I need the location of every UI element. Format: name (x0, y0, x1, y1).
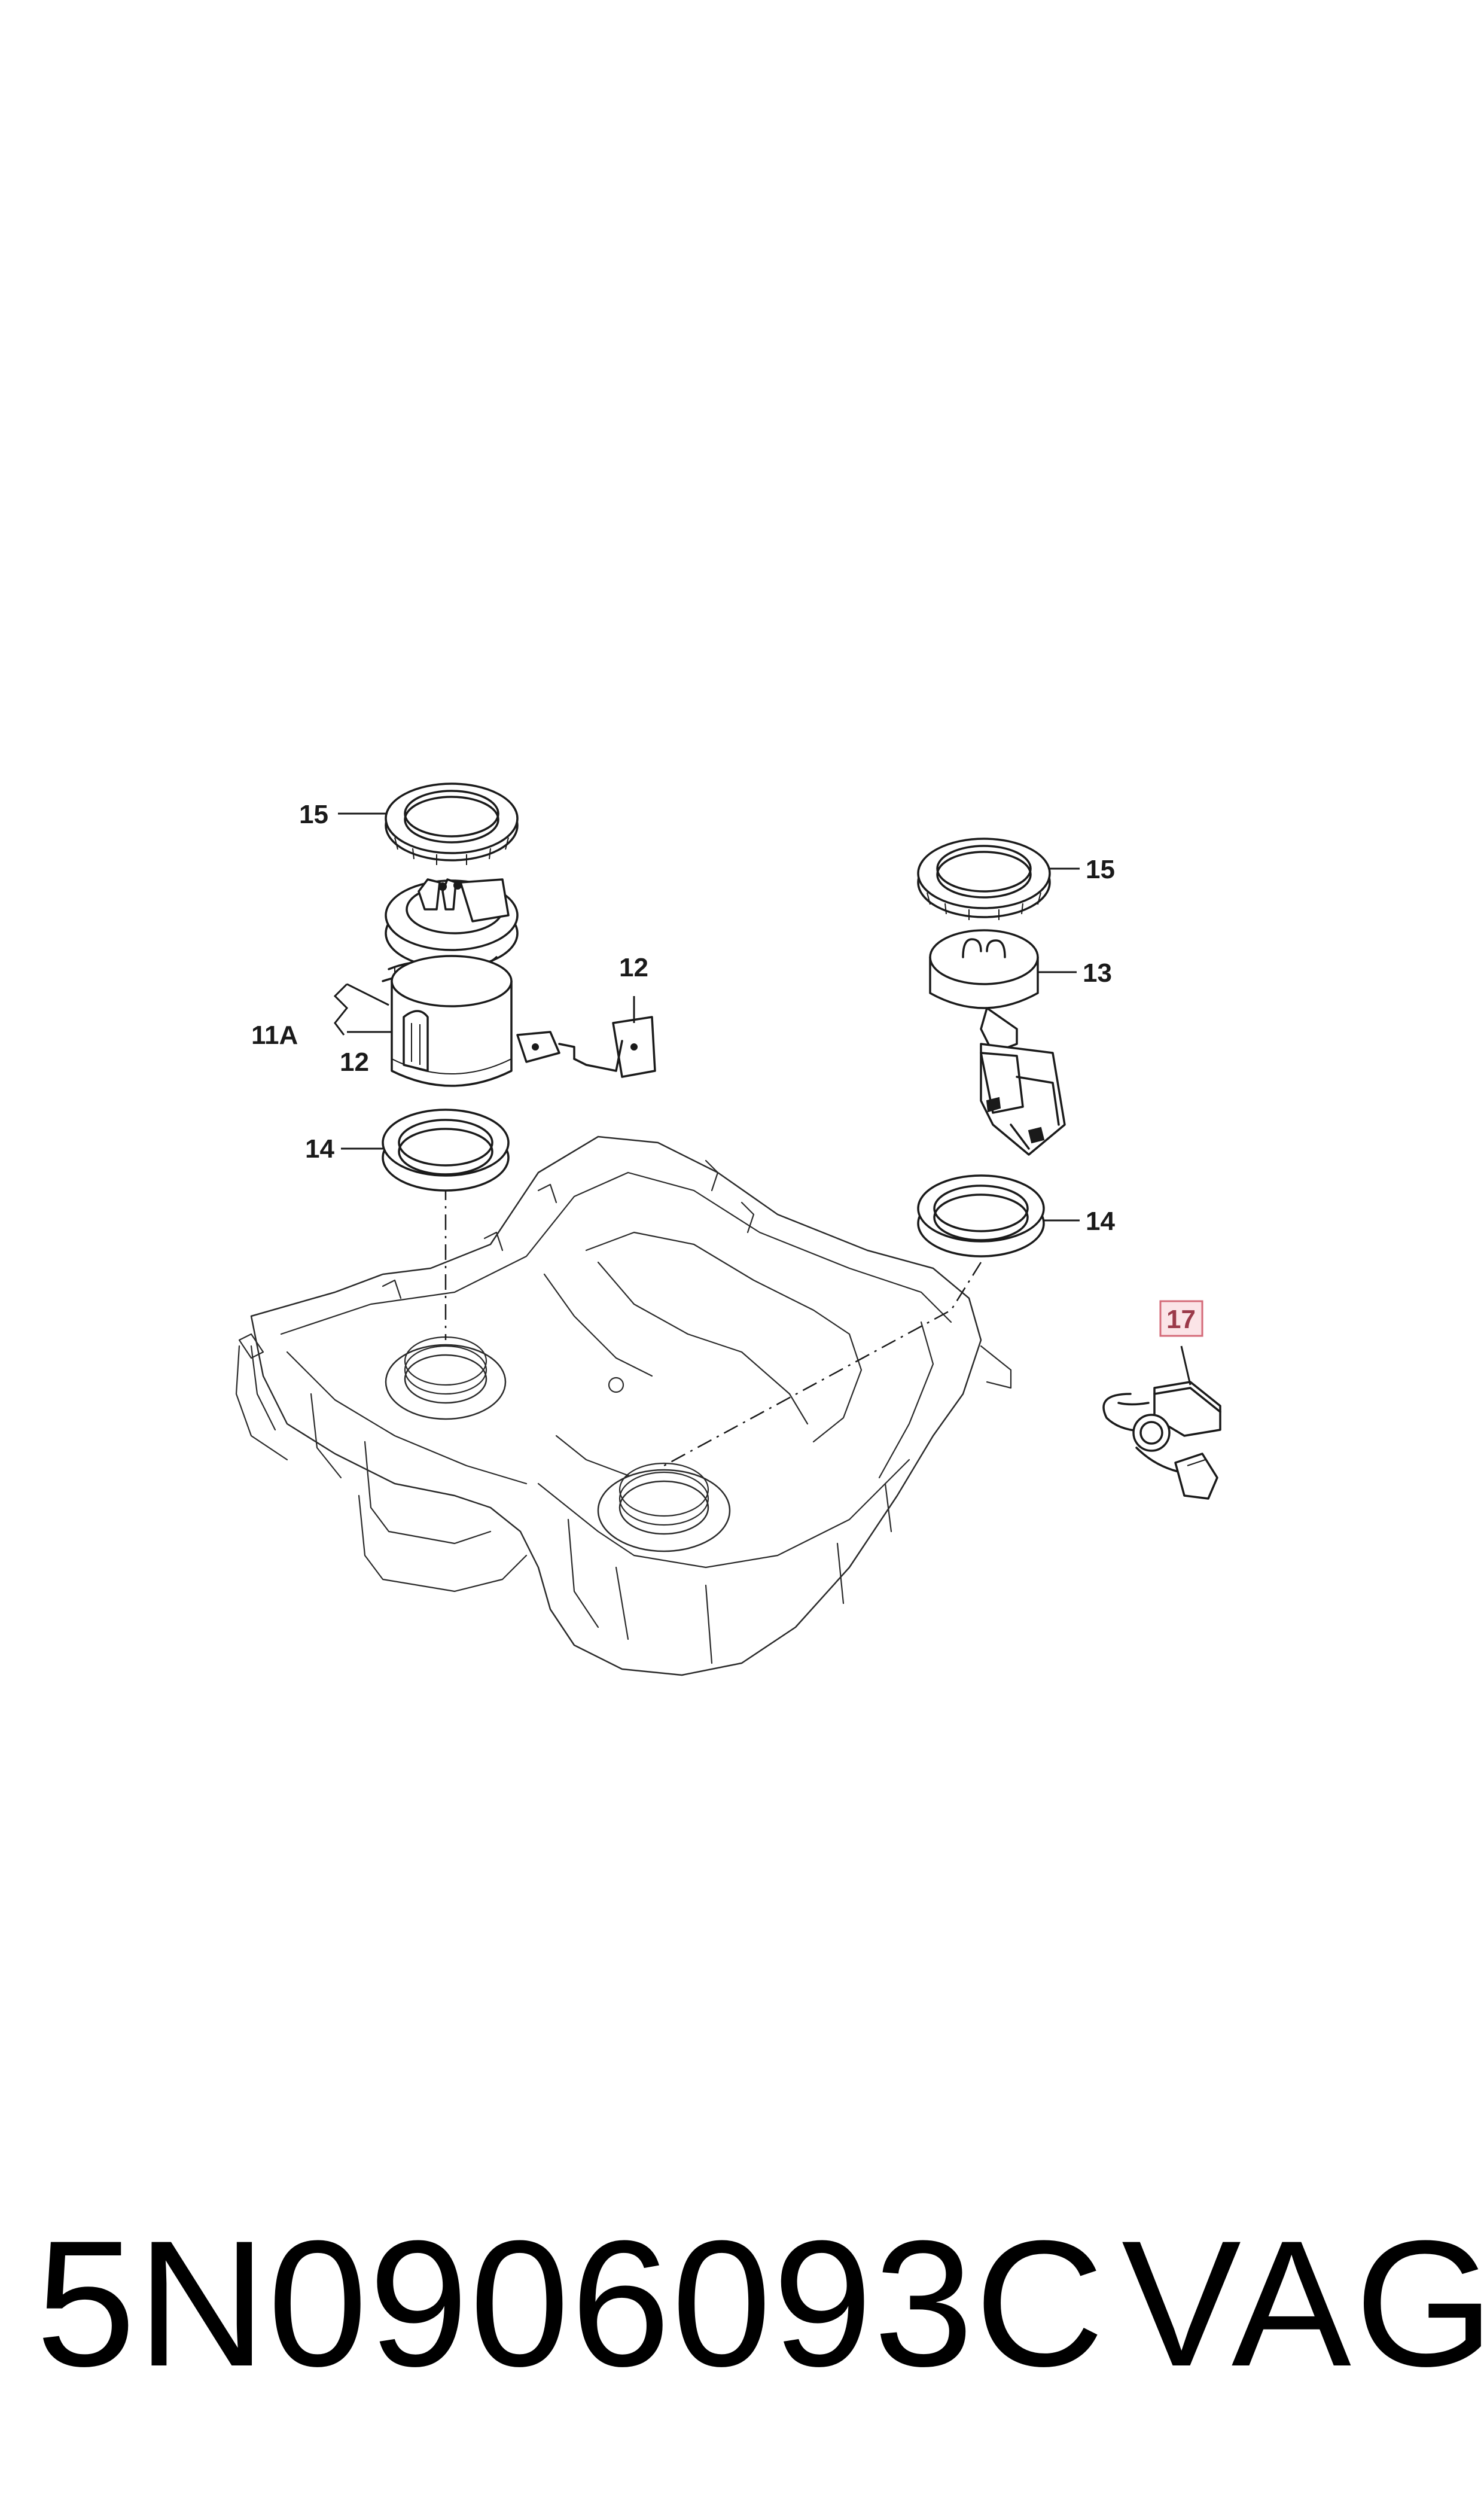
fuel-pump-module (382, 878, 519, 1087)
callout-17-highlight (1159, 1300, 1203, 1337)
part-number: 5N0906093C (36, 2203, 1106, 2404)
brand-label: VAG (1122, 2203, 1484, 2404)
assembly-lines (444, 1185, 982, 1467)
level-sender (516, 1016, 656, 1078)
seal-ring-left (382, 1109, 510, 1192)
callout-17: 17 (1166, 1305, 1196, 1334)
callout-12-left: 12 (340, 1048, 369, 1077)
seal-ring-right (917, 1174, 1045, 1258)
wiring-harness (1102, 1381, 1221, 1500)
callout-14-left: 14 (305, 1134, 334, 1164)
locking-ring-right (917, 838, 1051, 920)
leader-lines (333, 812, 1192, 1386)
fuel-tank (235, 1135, 1012, 1676)
callout-15-right: 15 (1086, 855, 1115, 884)
callout-13: 13 (1083, 958, 1112, 988)
locking-ring-left (385, 783, 519, 865)
callout-15-left: 15 (299, 800, 328, 829)
callout-12-sender: 12 (619, 953, 648, 982)
sender-unit (929, 929, 1066, 1156)
callout-14-right: 14 (1086, 1207, 1115, 1236)
callout-11a: 11A (251, 1021, 298, 1050)
